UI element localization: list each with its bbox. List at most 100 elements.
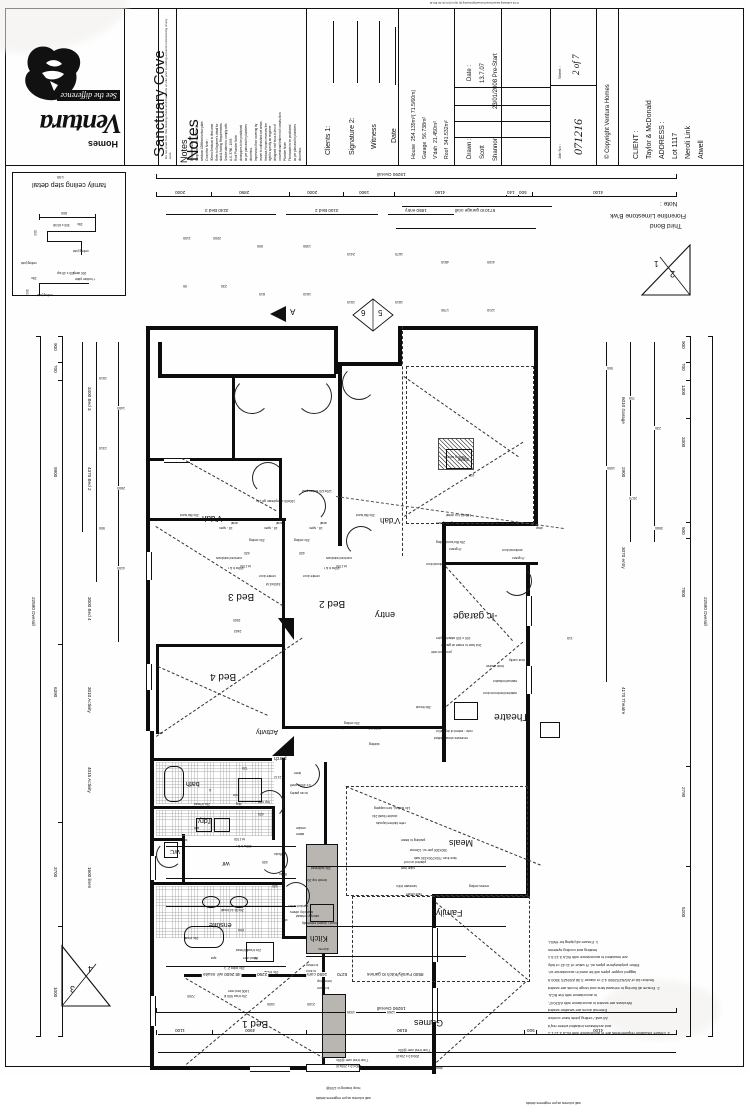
plan-annotation: -½ grano	[449, 547, 463, 551]
dimension-label: 2100	[306, 1002, 316, 1006]
room-label-theatre: Theatre	[494, 711, 529, 722]
dimension-label: 1000	[606, 466, 616, 470]
plan-annotation: manual indicator	[493, 679, 518, 683]
date-line[interactable]	[395, 27, 396, 85]
door-laundry[interactable]	[256, 790, 284, 818]
general-note-line: 3. Ensure insulation requirements are in…	[548, 1031, 670, 1037]
theatre-niche	[454, 702, 478, 720]
dimension-label: 2000	[212, 236, 222, 240]
sliding-door-games[interactable]	[306, 1064, 360, 1072]
door-ensuite[interactable]	[282, 882, 310, 910]
plan-annotation: avail	[320, 521, 327, 525]
room-label-ensuite: ensuite	[209, 921, 232, 928]
plan-annotation: 3400x3 M	[266, 582, 281, 586]
clients-signature-line[interactable]	[333, 21, 334, 83]
shower-recess	[238, 778, 262, 802]
room-label-family: Family	[436, 908, 463, 918]
window-bed4	[164, 458, 190, 463]
plan-annotation: 25c ceiling	[294, 538, 310, 542]
door-entry[interactable]	[342, 366, 376, 400]
note-line: discretion.	[297, 147, 302, 161]
client-name: Taylor & McDonald	[646, 100, 653, 159]
plan-annotation: 25c b'wall	[184, 936, 199, 940]
general-note-line: lagged copper pipes will be used in acco…	[548, 970, 637, 976]
witness-line[interactable]	[379, 21, 380, 83]
wall-exterior-south	[154, 1066, 436, 1070]
door-bed2[interactable]	[296, 378, 332, 414]
window-south	[250, 1066, 290, 1072]
plan-annotation: island by others	[290, 910, 314, 914]
plan-annotation: 720	[242, 766, 248, 770]
door-hall[interactable]	[294, 490, 326, 522]
dimline-bottom-overall	[156, 1012, 676, 1013]
room-label-porch: porch	[274, 755, 287, 761]
signature2-line[interactable]	[357, 21, 358, 83]
general-note-line: 1. Ensure all piping for HWU,	[548, 940, 599, 945]
date-field[interactable]: Date	[391, 128, 398, 143]
plan-annotation: 2500	[233, 618, 241, 622]
dimension-label: 8500 Family/Kitch	[386, 972, 425, 977]
plan-annotation: corniced windows	[326, 556, 353, 560]
room-label-bed-2: Bed 2	[319, 598, 346, 609]
note-line: Impervious floor covering by	[253, 123, 258, 161]
client-lot: Lot 1117	[672, 132, 679, 159]
plan-annotation: to return	[306, 963, 319, 967]
dimension-label: 2900	[621, 466, 626, 479]
logo-homes-text: Homes	[87, 139, 118, 149]
dimension-label: 900	[98, 526, 106, 530]
plan-annotation: solar hws	[401, 866, 415, 870]
door-wir[interactable]	[260, 846, 288, 874]
dimension-label: 1810	[394, 300, 404, 304]
dimension-label: 90	[182, 284, 188, 288]
job-no-label: Job No :	[557, 144, 562, 159]
general-note-line: are insulated in accordance with BCA 3.1…	[548, 955, 628, 961]
plan-annotation: d/w	[212, 805, 218, 809]
dimension-label: 1500	[266, 1002, 276, 1006]
dimension-label: 3300	[681, 436, 686, 449]
witness-field[interactable]: Witness	[371, 124, 378, 149]
dimension-label: 700	[628, 396, 636, 400]
door-wc[interactable]	[156, 842, 182, 868]
client-label: CLIENT :	[633, 130, 640, 159]
downpipe-marker: dwp	[156, 1066, 163, 1070]
dimension-label: 1790	[440, 308, 450, 312]
dimension-label: 3010 Activity	[87, 686, 92, 714]
wall-between-bed2-bed3	[232, 378, 235, 460]
kitchen-island-bench	[306, 844, 338, 954]
plan-annotation: 2870 SO	[368, 726, 382, 730]
clients-field[interactable]: Clients 1:	[325, 125, 332, 155]
dimension-label: 6010 Garage	[621, 396, 626, 425]
plan-annotation: packing to beam	[401, 838, 426, 842]
general-note-line: in accordance with the BCA.	[548, 993, 597, 999]
dimension-label: 1900	[358, 190, 371, 195]
door-linen[interactable]	[292, 760, 320, 788]
window-theatre-2	[526, 666, 532, 694]
washing-machine	[196, 818, 212, 832]
plan-annotation: avail	[276, 521, 283, 525]
door-theatre[interactable]	[502, 566, 532, 596]
door-entry-inner[interactable]	[346, 526, 376, 556]
general-note-line: 2. Ensure all flurring to exhaust fans a…	[548, 985, 660, 991]
drawn-by-1: Scott	[480, 145, 486, 159]
ensuite-basin-2	[230, 896, 248, 908]
drawn-by-2: Shannon	[493, 136, 499, 161]
signature2-field[interactable]: Signature 2:	[349, 117, 356, 155]
section-marker-a: A	[268, 305, 295, 328]
plan-annotation: 200x10 x 20x10	[396, 1054, 420, 1058]
plan-annotation: no as pantry	[290, 791, 309, 795]
plan-annotation: 18 - spec	[309, 526, 323, 530]
dimension-label: 700	[681, 362, 686, 372]
door-bed4[interactable]	[252, 462, 284, 494]
dimline-left-chain	[62, 336, 63, 1036]
room-label-bed-4: Bed 4	[210, 671, 237, 682]
door-bed3[interactable]	[234, 378, 270, 414]
plan-annotation: Budo	[274, 852, 282, 856]
wall-exterior-north-left	[146, 326, 338, 330]
house-area-label: House	[411, 144, 417, 159]
wall-bed3-south	[146, 458, 281, 461]
general-note-line: Windows are sealed in accordance with AS…	[548, 1000, 633, 1006]
plan-annotation: laminate b'd/o	[396, 884, 417, 888]
plan-annotation: door cavity	[509, 658, 525, 662]
dimline-top-overall	[156, 178, 676, 179]
dimension-label: 230	[220, 284, 228, 288]
